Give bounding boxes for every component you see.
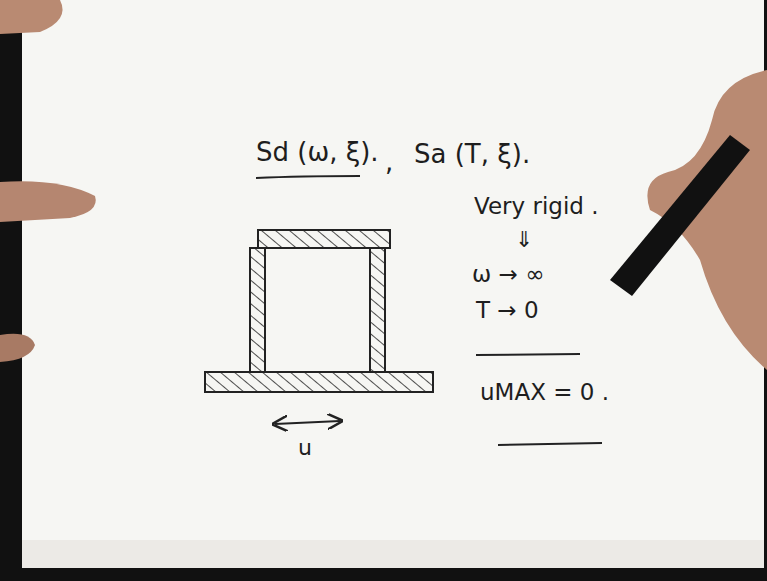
- hand: [0, 181, 96, 222]
- spectrum-label: Sa (T, ξ).: [414, 140, 530, 169]
- paper-sheet: [22, 0, 764, 568]
- frame-column: [370, 248, 385, 372]
- underline: [256, 176, 360, 178]
- separator: ,: [385, 148, 393, 177]
- displacement-label: u: [298, 436, 312, 460]
- marker-pen: [610, 135, 750, 296]
- paper-shadow: [22, 540, 764, 568]
- ground-slab: [205, 372, 433, 392]
- frame-column: [250, 248, 265, 372]
- underline: [476, 354, 580, 355]
- result-text: uMAX = 0 .: [480, 380, 609, 405]
- hand: [0, 334, 35, 362]
- spectrum-label: Sd (ω, ξ).: [256, 138, 379, 167]
- frame-beam: [258, 230, 390, 248]
- limit-text: ω → ∞: [472, 262, 544, 287]
- implies-symbol: ⇓: [515, 228, 533, 252]
- hand: [0, 0, 63, 34]
- underline: [498, 443, 602, 445]
- limit-text: T → 0: [476, 298, 539, 323]
- ground-motion-arrow: [275, 421, 340, 424]
- note-text: Very rigid .: [474, 194, 599, 219]
